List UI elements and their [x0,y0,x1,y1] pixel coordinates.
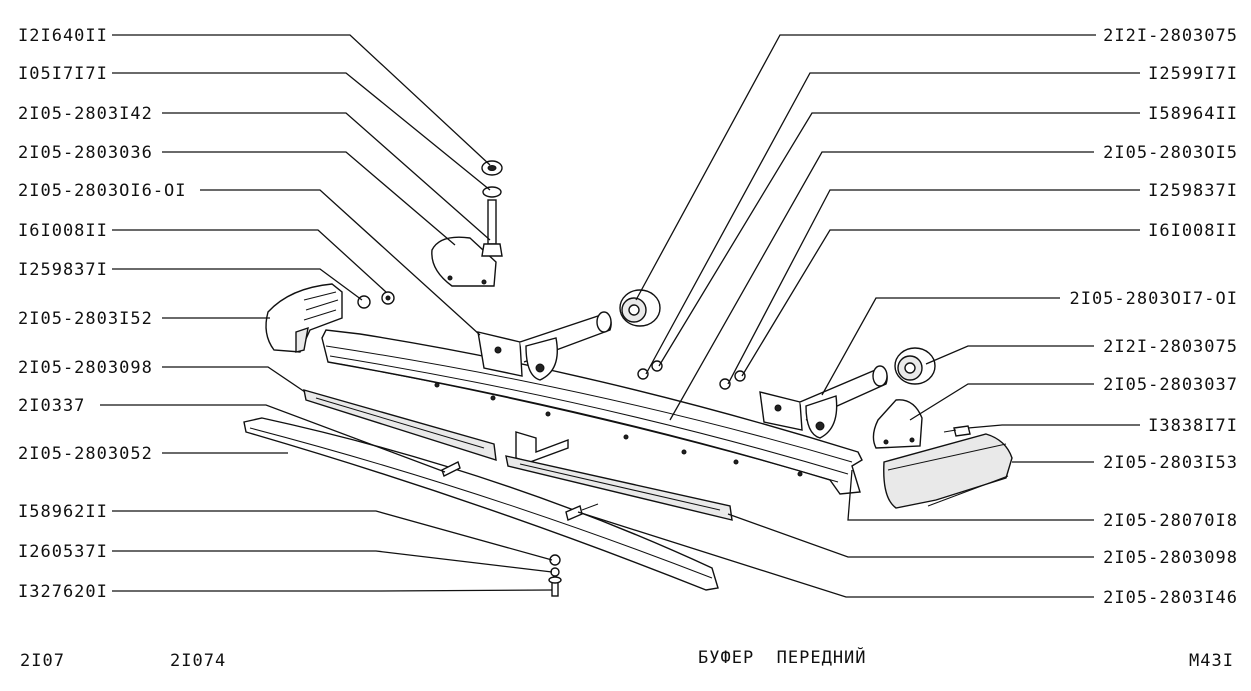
footer-title: БУФЕР ПЕРЕДНИЙ [698,646,867,668]
tube-nuts [637,360,746,390]
callout-left-1: I2I640II [18,26,108,46]
callout-right-9: 2I05-2803037 [1103,375,1238,395]
callout-left-9: 2I05-2803098 [18,358,153,378]
callout-left-2: I05I7I7I [18,64,108,84]
right-side-bracket [872,399,971,449]
callout-right-14: 2I05-2803I46 [1103,588,1238,608]
trim-moulding [243,417,719,591]
left-side-bracket [431,160,503,287]
callout-left-3: 2I05-2803I42 [18,104,153,124]
callouts-right: 2I2I-2803075 I2599I7I I58964II 2I05-2803… [1069,26,1238,608]
footer-model-2: 2I074 [170,651,226,671]
callout-right-4: 2I05-2803OI5 [1103,143,1238,163]
right-end-cap [883,433,1013,509]
callout-left-14: I327620I [18,582,108,602]
callout-left-12: I58962II [18,502,108,522]
callout-right-11: 2I05-2803I53 [1103,453,1238,473]
callout-left-11: 2I05-2803052 [18,444,153,464]
callout-right-2: I2599I7I [1148,64,1238,84]
callout-right-5: I259837I [1148,181,1238,201]
callout-left-5: 2I05-2803OI6-OI [18,181,187,201]
footer-sheet: M43I [1189,651,1234,671]
rubber-strip-right [505,455,733,521]
callout-right-8: 2I2I-2803075 [1103,337,1238,357]
callout-right-13: 2I05-2803098 [1103,548,1238,568]
footer-model-1: 2I07 [20,651,65,671]
left-bracket-tube [477,311,612,381]
callouts-left: I2I640II I05I7I7I 2I05-2803I42 2I05-2803… [18,26,187,602]
left-end-cap [265,283,343,353]
callout-right-12: 2I05-28070I8 [1103,511,1238,531]
callout-left-8: 2I05-2803I52 [18,309,153,329]
callout-right-1: 2I2I-2803075 [1103,26,1238,46]
leader-lines-left [100,34,553,592]
left-nuts [357,291,395,309]
callout-right-10: I3838I7I [1148,416,1238,436]
center-bracket [515,431,569,463]
parts-drawing [243,160,1013,597]
callout-left-4: 2I05-2803036 [18,143,153,163]
right-bracket-tube [759,365,888,439]
callout-right-7: 2I05-2803OI7-OI [1069,289,1238,309]
rubber-strip-left [303,389,497,461]
rubber-buffer-left [619,289,661,327]
footer: 2I07 2I074 БУФЕР ПЕРЕДНИЙ M43I [20,646,1234,671]
callout-right-3: I58964II [1148,104,1238,124]
callout-left-6: I6I008II [18,221,108,241]
rubber-buffer-right [894,347,936,385]
callout-left-10: 2I0337 [18,396,85,416]
callout-right-6: I6I008II [1148,221,1238,241]
callout-left-7: I259837I [18,260,108,280]
small-bolts [441,461,599,597]
leader-lines-right [577,34,1140,598]
callout-left-13: I260537I [18,542,108,562]
